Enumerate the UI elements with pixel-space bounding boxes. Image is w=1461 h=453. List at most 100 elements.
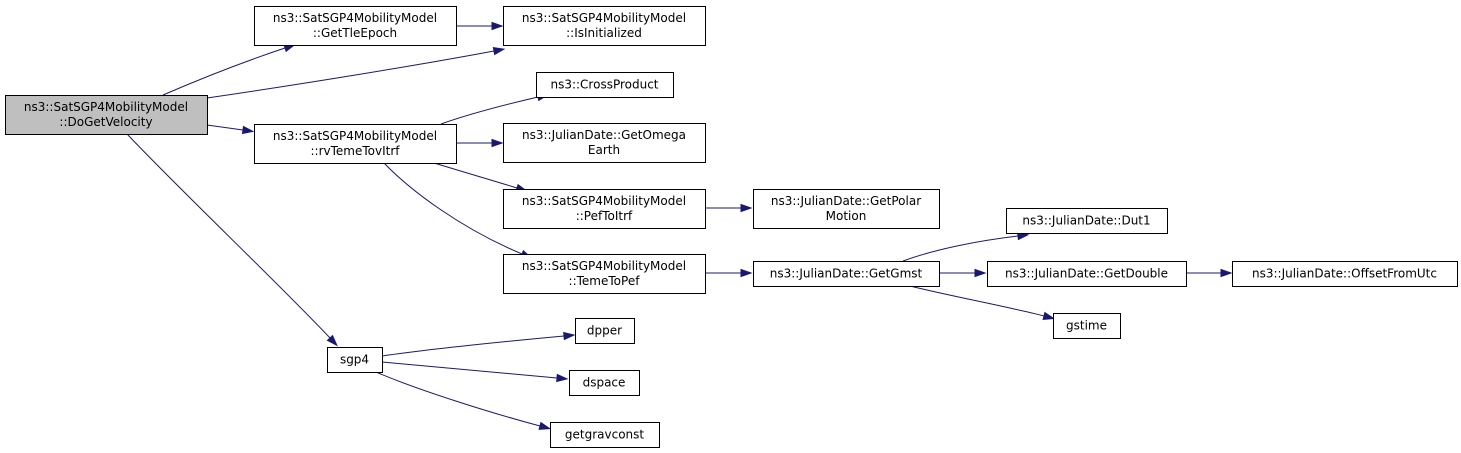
edge-root-to-sgp4	[126, 133, 338, 347]
node-label: Earth	[588, 143, 620, 157]
node-getDouble[interactable]: ns3::JulianDate::GetDouble	[987, 261, 1187, 287]
arrowhead-icon	[563, 331, 576, 341]
node-label: ::PefToItrf	[576, 209, 633, 223]
edge-pefToItrf-to-getPolarMotion	[705, 203, 753, 213]
node-label: ns3::JulianDate::GetPolar	[771, 194, 921, 208]
edge-temeToPef-to-getGmst	[705, 268, 753, 278]
node-temeToPef[interactable]: ns3::SatSGP4MobilityModel::TemeToPef	[503, 254, 706, 294]
edge-getGmst-to-getDouble	[939, 268, 987, 278]
node-dut1[interactable]: ns3::JulianDate::Dut1	[1006, 208, 1168, 234]
node-box	[254, 124, 457, 164]
node-label: ns3::JulianDate::GetDouble	[1005, 267, 1168, 281]
node-label: ::DoGetVelocity	[59, 115, 152, 129]
node-box	[5, 95, 208, 135]
node-root: ns3::SatSGP4MobilityModel::DoGetVelocity	[5, 95, 208, 135]
node-label: ns3::JulianDate::GetGmst	[770, 267, 923, 281]
arrowhead-icon	[491, 21, 504, 31]
edge-getGmst-to-dut1	[902, 231, 1030, 262]
node-box	[1232, 261, 1458, 287]
edge-sgp4-to-dspace	[381, 361, 569, 383]
edge-line	[909, 285, 1045, 317]
edge-line	[381, 361, 558, 379]
node-dspace[interactable]: dspace	[569, 370, 640, 396]
arrowhead-icon	[556, 373, 569, 383]
edge-line	[433, 162, 518, 189]
edge-line	[375, 371, 541, 427]
arrowhead-icon	[491, 138, 504, 148]
node-box	[1006, 208, 1168, 234]
node-box	[327, 347, 383, 373]
edge-getDouble-to-offsetFromUtc	[1186, 268, 1233, 278]
node-box	[753, 261, 940, 287]
edge-sgp4-to-dpper	[381, 331, 576, 357]
node-label: ns3::JulianDate::GetOmega	[522, 128, 686, 142]
node-label: ns3::SatSGP4MobilityModel	[522, 194, 686, 208]
node-sgp4[interactable]: sgp4	[327, 347, 383, 373]
arrowhead-icon	[326, 334, 338, 347]
edge-line	[440, 96, 539, 125]
edge-root-to-rvTemeTovItrf	[206, 124, 255, 135]
edge-line	[381, 335, 565, 357]
edge-root-to-isInitialized	[206, 46, 506, 99]
node-label: ns3::SatSGP4MobilityModel	[273, 129, 437, 143]
edge-rvTemeTovItrf-to-crossProduct	[440, 93, 550, 125]
node-label: getgravconst	[565, 428, 645, 442]
arrowhead-icon	[241, 125, 255, 135]
node-getgravconst[interactable]: getgravconst	[550, 422, 660, 448]
node-getTleEpoch[interactable]: ns3::SatSGP4MobilityModel::GetTleEpoch	[254, 6, 457, 46]
node-label: ns3::SatSGP4MobilityModel	[522, 11, 686, 25]
node-label: ::rvTemeTovItrf	[310, 144, 400, 158]
edge-line	[383, 162, 523, 255]
node-label: ns3::SatSGP4MobilityModel	[273, 11, 437, 25]
node-label: gstime	[1066, 319, 1107, 333]
edge-line	[126, 133, 331, 339]
node-box	[987, 261, 1187, 287]
arrowhead-icon	[538, 421, 552, 430]
node-box	[569, 370, 640, 396]
node-label: Motion	[826, 209, 867, 223]
node-rvTemeTovItrf[interactable]: ns3::SatSGP4MobilityModel::rvTemeTovItrf	[254, 124, 457, 164]
node-label: ns3::JulianDate::OffsetFromUtc	[1252, 267, 1437, 281]
node-box	[753, 189, 940, 229]
node-getGmst[interactable]: ns3::JulianDate::GetGmst	[753, 261, 940, 287]
node-box	[1053, 313, 1121, 339]
node-pefToItrf[interactable]: ns3::SatSGP4MobilityModel::PefToItrf	[503, 189, 706, 229]
node-box	[503, 6, 706, 46]
node-label: ns3::SatSGP4MobilityModel	[24, 100, 188, 114]
node-label: ns3::SatSGP4MobilityModel	[522, 259, 686, 273]
node-gstime[interactable]: gstime	[1053, 313, 1121, 339]
node-dpper[interactable]: dpper	[575, 318, 635, 344]
node-label: ns3::CrossProduct	[550, 78, 658, 92]
node-isInitialized[interactable]: ns3::SatSGP4MobilityModel::IsInitialized	[503, 6, 706, 46]
arrowhead-icon	[1220, 268, 1233, 278]
node-box	[536, 72, 674, 98]
node-crossProduct[interactable]: ns3::CrossProduct	[536, 72, 674, 98]
arrowhead-icon	[1042, 311, 1056, 320]
edge-line	[206, 124, 244, 131]
arrowhead-icon	[740, 268, 753, 278]
node-box	[550, 422, 660, 448]
node-offsetFromUtc[interactable]: ns3::JulianDate::OffsetFromUtc	[1232, 261, 1458, 287]
node-box	[575, 318, 635, 344]
edge-line	[162, 47, 286, 96]
node-box	[503, 123, 706, 163]
node-label: dspace	[583, 376, 626, 390]
edge-line	[206, 50, 495, 99]
edge-line	[902, 235, 1019, 262]
edges-layer	[126, 21, 1233, 430]
edge-rvTemeTovItrf-to-pefToItrf	[433, 162, 528, 192]
edge-rvTemeTovItrf-to-getOmegaEarth	[456, 138, 504, 148]
arrowhead-icon	[974, 268, 987, 278]
node-box	[503, 254, 706, 294]
node-label: ::TemeToPef	[569, 274, 641, 288]
edge-sgp4-to-getgravconst	[375, 371, 552, 430]
edge-getTleEpoch-to-isInitialized	[456, 21, 504, 31]
arrowhead-icon	[740, 203, 753, 213]
node-box	[254, 6, 457, 46]
node-label: ::IsInitialized	[566, 26, 642, 40]
node-label: dpper	[587, 324, 622, 338]
node-label: sgp4	[340, 353, 369, 367]
